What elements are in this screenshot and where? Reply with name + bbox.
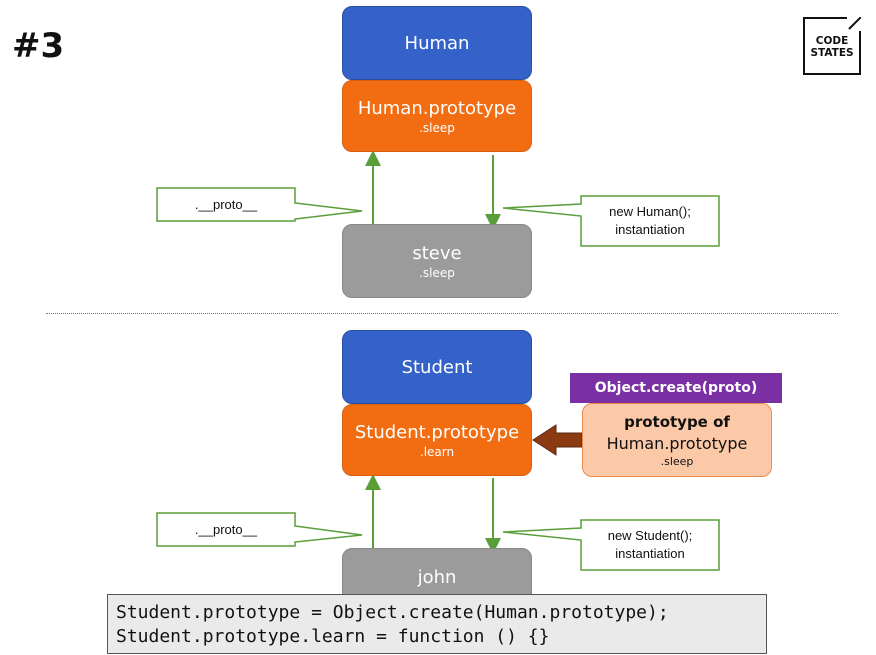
student-constructor-box: Student [342, 330, 532, 404]
john-instance-label: john [417, 567, 457, 588]
top-new-callout-shape [502, 195, 720, 247]
section-divider [46, 313, 838, 314]
bottom-proto-callout-shape [156, 512, 363, 547]
human-prototype-method: .sleep [419, 120, 455, 135]
bottom-proto-callout-text: .__proto__ [194, 522, 258, 537]
top-proto-callout-shape [156, 187, 363, 222]
student-prototype-label: Student.prototype [354, 421, 520, 443]
human-constructor-box: Human [342, 6, 532, 80]
prototype-of-box: prototype of Human.prototype .sleep [582, 403, 772, 477]
logo-line-1: CODE [815, 35, 849, 47]
top-new-callout-line-2: instantiation [615, 222, 685, 237]
steve-instance-box: steve .sleep [342, 224, 532, 298]
logo-line-2: STATES [810, 47, 854, 59]
top-proto-callout-text: .__proto__ [194, 197, 258, 212]
steve-instance-method: .sleep [419, 265, 455, 280]
prototype-of-name: Human.prototype [606, 433, 748, 453]
top-new-callout-text: new Human(); instantiation [581, 203, 719, 239]
object-create-label: Object.create(proto) [570, 373, 782, 403]
code-block: Student.prototype = Object.create(Human.… [107, 594, 767, 654]
prototype-of-method: .sleep [660, 454, 694, 468]
steve-instance-label: steve [412, 242, 462, 264]
human-constructor-label: Human [404, 32, 470, 54]
bottom-new-callout-text: new Student(); instantiation [581, 527, 719, 563]
logo-corner-icon [847, 17, 861, 31]
human-prototype-box: Human.prototype .sleep [342, 80, 532, 152]
bottom-new-callout-line-2: instantiation [615, 546, 685, 561]
prototype-of-heading: prototype of [624, 412, 730, 431]
top-new-callout-line-1: new Human(); [609, 204, 691, 219]
bottom-new-callout-line-1: new Student(); [607, 528, 693, 543]
code-line-1: Student.prototype = Object.create(Human.… [116, 602, 669, 623]
code-line-2: Student.prototype.learn = function () {} [116, 626, 550, 647]
human-prototype-label: Human.prototype [357, 97, 517, 119]
slide-number: #3 [12, 26, 65, 66]
object-create-arrow [532, 424, 583, 456]
student-prototype-method: .learn [419, 444, 455, 459]
student-constructor-label: Student [401, 356, 473, 378]
code-states-logo: CODE STATES [803, 17, 861, 75]
bottom-new-callout-shape [502, 519, 720, 571]
student-prototype-box: Student.prototype .learn [342, 404, 532, 476]
